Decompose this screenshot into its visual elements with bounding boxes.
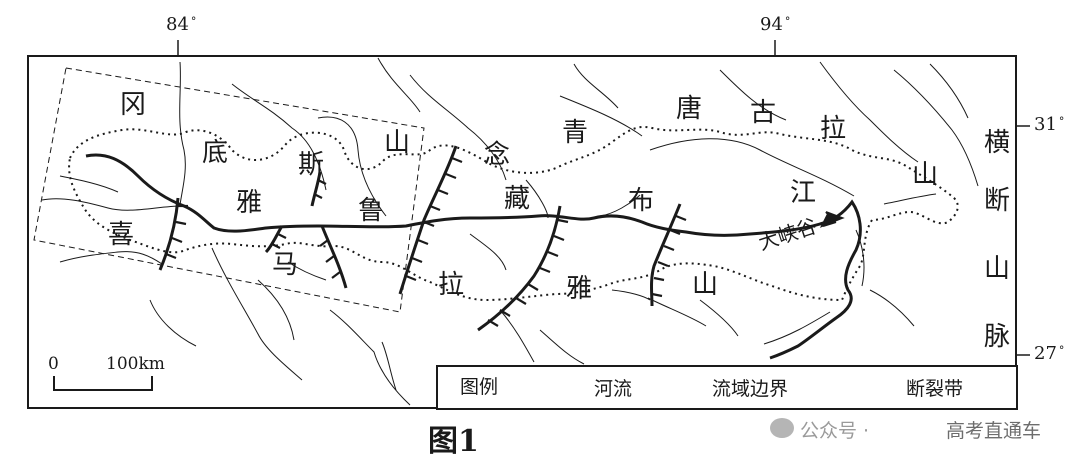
hengduan-char-1: 横 [984, 128, 1011, 158]
study-area-box [33, 67, 425, 313]
latitude-label-31: 31° [1034, 114, 1065, 135]
longitude-label-84: 84° [166, 14, 197, 35]
watermark: 公众号 · 高考直通车 [770, 414, 1070, 442]
legend-title: 图例 [460, 376, 499, 398]
river-char-1: 雅 [236, 188, 263, 218]
legend-fault-label: 断裂带 [906, 378, 964, 400]
himalaya-char-4: 雅 [566, 274, 593, 304]
legend-box [436, 365, 1018, 410]
himalaya-char-1: 喜 [108, 220, 135, 250]
main-river [85, 153, 862, 360]
nyenchen-char-6: 山 [912, 160, 939, 190]
scale-zero: 0 [48, 354, 59, 374]
gangdise-char-2: 底 [202, 138, 229, 168]
fault-zones [158, 145, 682, 332]
river-char-5: 江 [790, 178, 817, 208]
river-char-4: 布 [628, 186, 655, 216]
legend-basin-label: 流域边界 [712, 378, 789, 400]
tributaries [41, 57, 979, 406]
river-char-2: 鲁 [358, 196, 385, 226]
watermark-right: 高考直通车 [946, 420, 1042, 442]
nyenchen-char-3: 唐 [676, 94, 703, 124]
himalaya-char-5: 山 [692, 270, 719, 300]
himalaya-char-3: 拉 [438, 270, 465, 300]
canyon-pointer [822, 221, 837, 227]
watermark-left: 公众号 · [800, 420, 870, 442]
nyenchen-char-4: 古 [750, 98, 777, 128]
figure-caption: 图1 [428, 424, 479, 459]
nyenchen-char-5: 拉 [820, 114, 847, 144]
basin-boundary [68, 126, 959, 302]
river-char-3: 藏 [504, 184, 531, 214]
nyenchen-char-1: 念 [484, 140, 511, 170]
hengduan-char-3: 山 [984, 254, 1011, 284]
wechat-icon [770, 418, 794, 438]
longitude-label-94: 94° [760, 14, 791, 35]
hengduan-char-2: 断 [984, 186, 1011, 216]
fault-ticks [165, 156, 687, 327]
latitude-label-27: 27° [1034, 343, 1065, 364]
himalaya-char-2: 马 [272, 250, 299, 280]
gangdise-char-3: 斯 [298, 150, 325, 180]
gangdise-char-4: 山 [384, 128, 411, 158]
legend-river-label: 河流 [594, 378, 633, 400]
scale-distance: 100km [106, 354, 165, 374]
hengduan-char-4: 脉 [984, 322, 1011, 352]
nyenchen-char-2: 青 [562, 118, 589, 148]
gangdise-char-1: 冈 [120, 90, 147, 120]
scale-bar [53, 376, 153, 391]
